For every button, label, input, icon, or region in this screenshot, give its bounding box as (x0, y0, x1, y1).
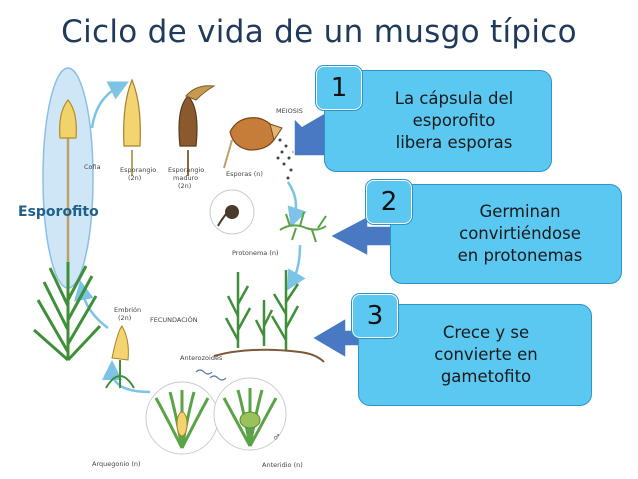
cofia-stage: Cofia (84, 78, 141, 176)
rhizoid-base (213, 348, 325, 363)
gametophyte-plant-left (33, 262, 102, 362)
step-number-2: 2 (365, 179, 413, 225)
antheridium-closeup (213, 377, 287, 451)
capsule-releasing-spores: MEIOSIS Esporas (n) (223, 107, 303, 180)
spore-closeup (209, 189, 255, 235)
label-esporangio: Esporangio (120, 166, 156, 174)
gametophyte-shoots (224, 270, 300, 350)
callout-box-2: Germinan convirtiéndose en protonemas (390, 184, 622, 284)
label-maduro-2n: (2n) (178, 182, 191, 190)
anterozoides (195, 369, 227, 381)
embryo-stage: Embrión (2n) (105, 306, 141, 389)
callout-3-line-3: gametofito (440, 367, 532, 386)
label-arquegonio: Arquegonio (n) (92, 460, 141, 468)
step-number-3: 3 (351, 293, 399, 339)
label-esporas: Esporas (n) (226, 170, 263, 178)
mature-sporangium-stage: Esporangio maduro (2n) (168, 85, 216, 190)
label-cofia: Cofia (84, 163, 101, 171)
label-protonema: Protonema (n) (232, 249, 279, 257)
callout-1-line-3: libera esporas (395, 133, 513, 152)
cycle-arrow-spores (286, 181, 307, 228)
label-embrion-2n: (2n) (118, 314, 131, 322)
sporophyte-capsule (59, 99, 77, 139)
page-title: Ciclo de vida de un musgo típico (61, 14, 577, 50)
released-spores (276, 138, 296, 180)
callout-2-line-3: en protonemas (457, 246, 583, 265)
label-meiosis: MEIOSIS (276, 107, 303, 115)
label-anteridio: Anteridio (n) (262, 461, 303, 469)
label-embrion: Embrión (114, 306, 141, 314)
callout-1-line-2: esporofito (412, 111, 496, 130)
male-symbol: ♂ (272, 430, 281, 444)
callout-3-line-2: convierte en (434, 345, 538, 364)
callout-1-line-1: La cápsula del (394, 89, 514, 108)
protonema-illustration (279, 211, 327, 243)
label-anterozoides: Anterozoides (180, 354, 223, 362)
step-number-1: 1 (315, 65, 363, 111)
callout-box-1: La cápsula del esporofito libera esporas (324, 70, 552, 172)
cycle-arrow-top (90, 81, 129, 129)
sporophyte-label: Esporofito (18, 204, 99, 220)
label-fecundacion: FECUNDACIÓN (150, 315, 198, 324)
callout-2-line-1: Germinan (479, 202, 561, 221)
label-esporangio-maduro: Esporangio (168, 166, 204, 174)
callout-2-line-2: convirtiéndose (459, 224, 581, 243)
label-maduro: maduro (173, 174, 198, 182)
callout-3-line-1: Crece y se (442, 323, 530, 342)
label-esporangio-2n: (2n) (128, 174, 141, 182)
archegonium-closeup (145, 381, 219, 455)
cycle-arrow-bottom (102, 360, 151, 394)
cycle-arrow-protonema (287, 244, 306, 291)
callout-box-3: Crece y se convierte en gametofito (358, 304, 592, 406)
